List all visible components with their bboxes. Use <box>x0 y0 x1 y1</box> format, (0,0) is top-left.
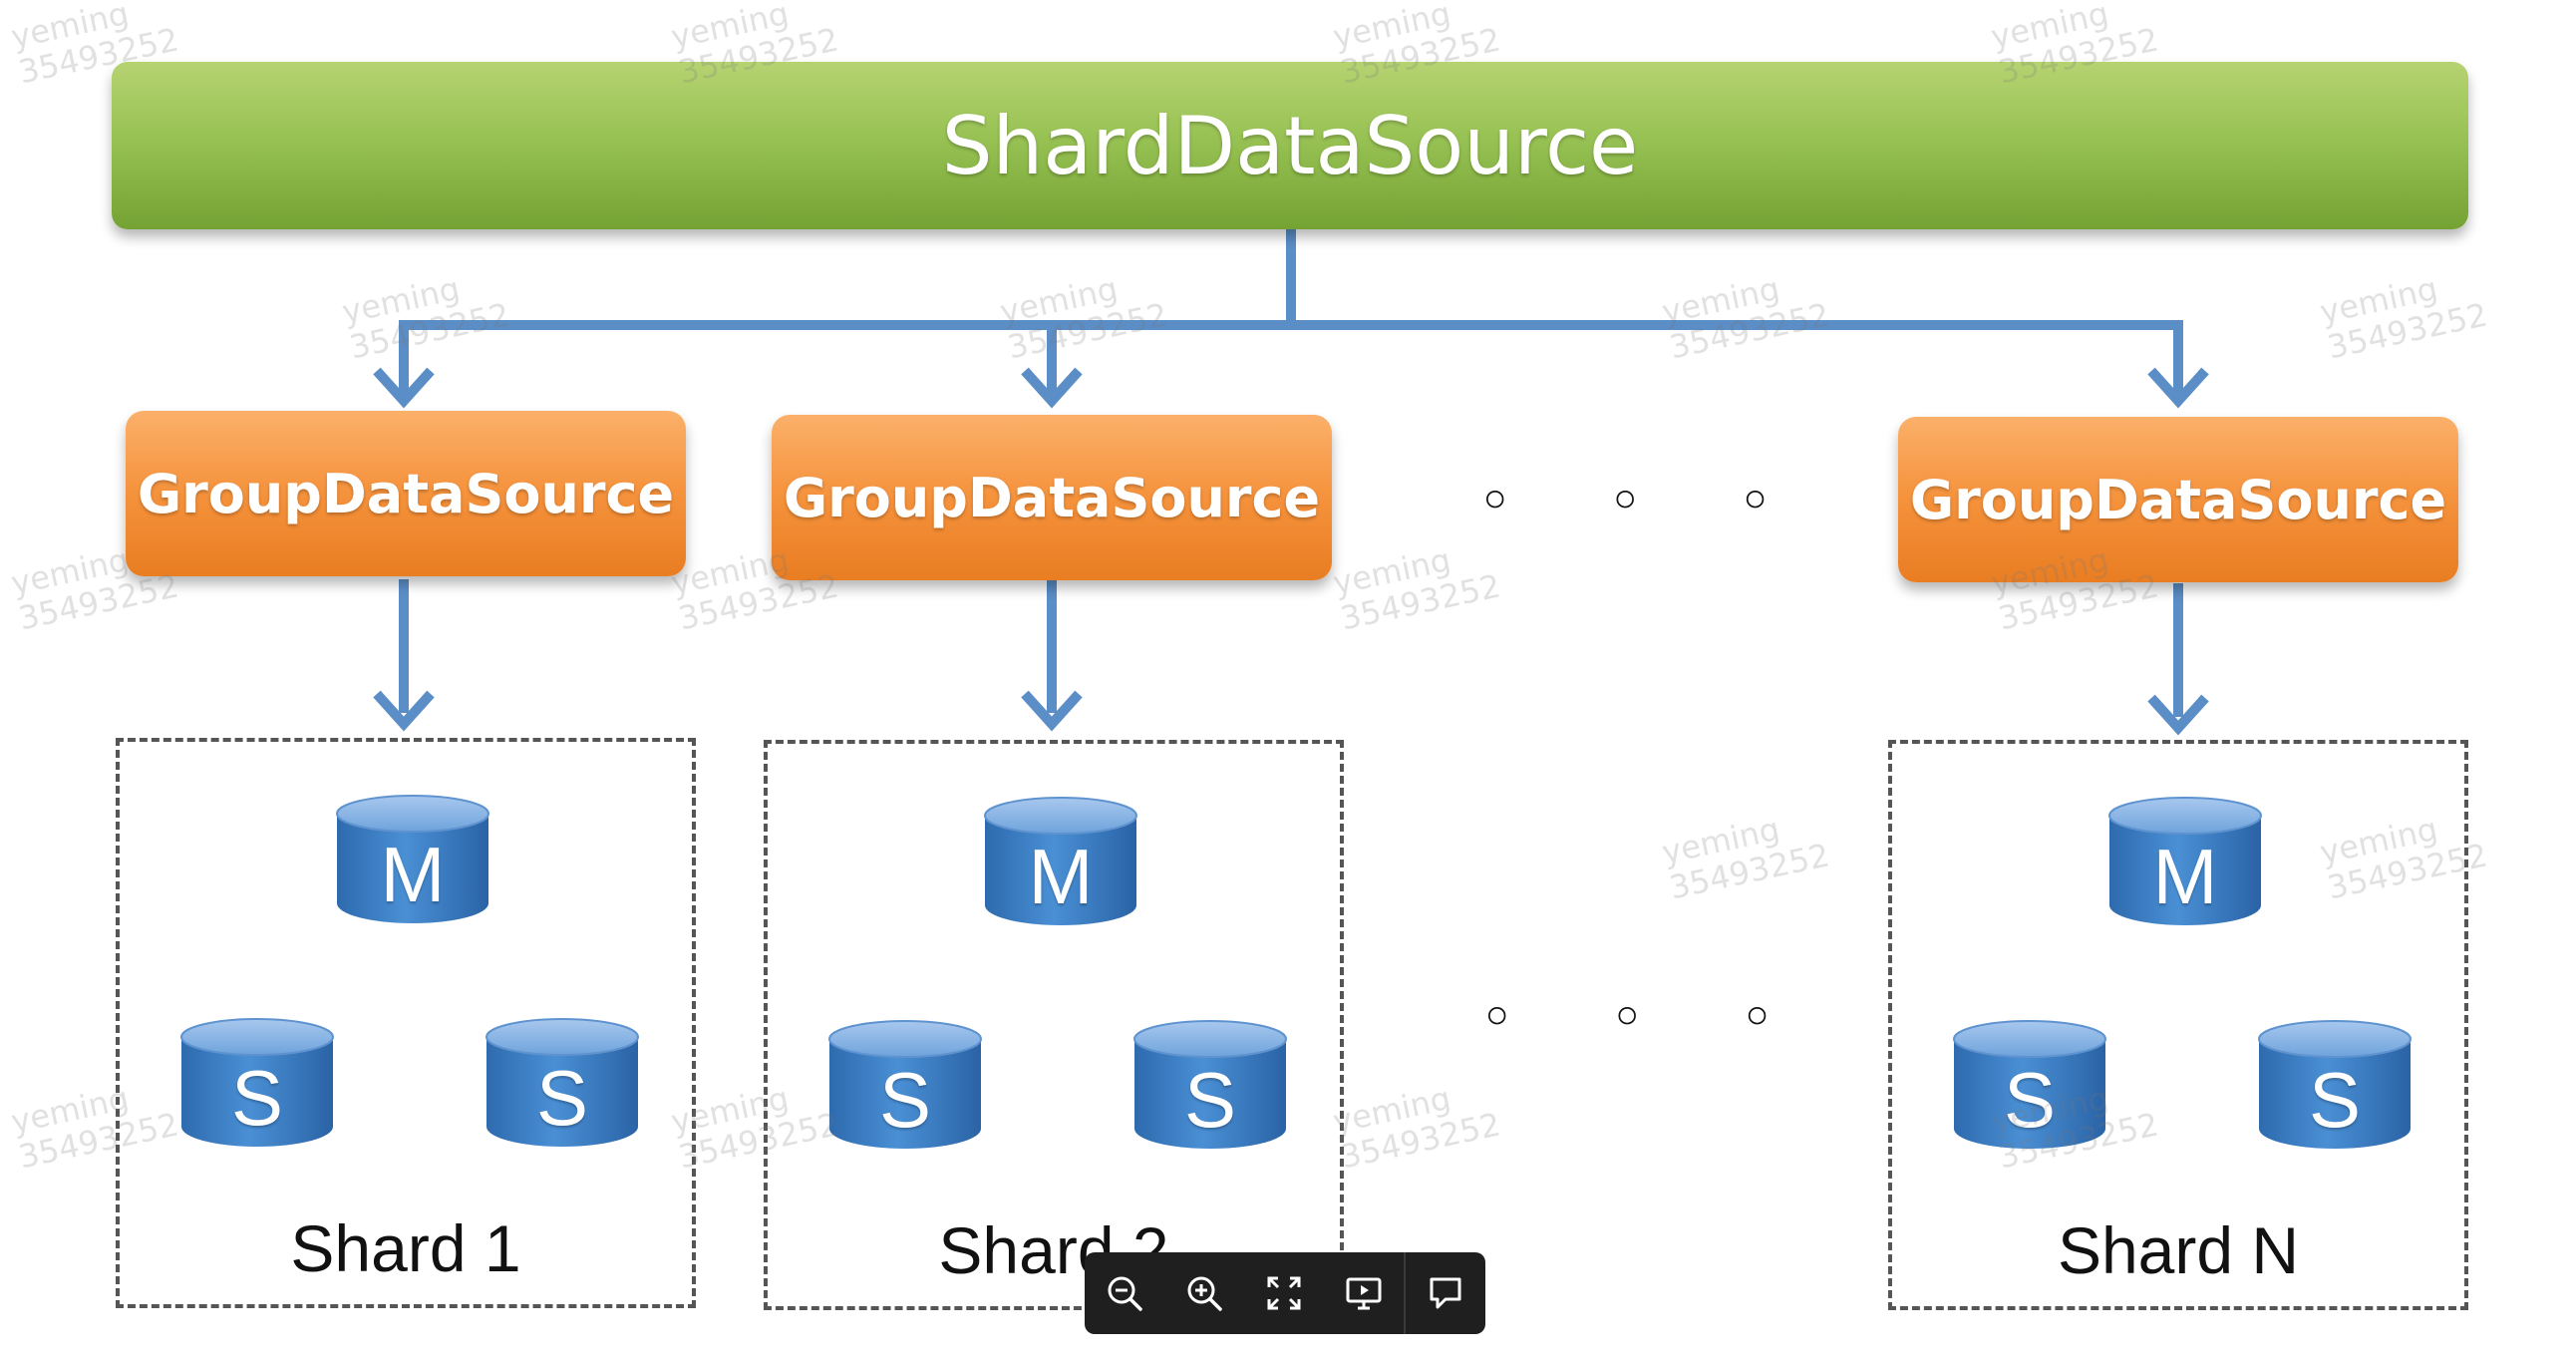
group-datasource-label: GroupDataSource <box>783 466 1321 529</box>
group-datasource-1: GroupDataSource <box>126 411 686 576</box>
master-db-label: M <box>380 831 446 918</box>
fullscreen-button[interactable] <box>1244 1252 1324 1334</box>
slave-db-icon: S <box>483 1015 642 1155</box>
slave-db-label: S <box>535 1054 589 1142</box>
master-db-icon: M <box>333 792 492 931</box>
zoom-out-icon <box>1108 1276 1142 1311</box>
shard-1-label: Shard 1 <box>290 1211 521 1285</box>
group-datasource-label: GroupDataSource <box>1909 468 2447 531</box>
group-datasource-label: GroupDataSource <box>137 462 675 525</box>
viewer-toolbar <box>1085 1252 1485 1334</box>
master-db-icon: M <box>981 794 1140 933</box>
comment-icon <box>1430 1277 1461 1309</box>
shard-2-box: M S S Shard 2 <box>764 740 1344 1310</box>
slave-db-label: S <box>2308 1056 2362 1144</box>
slave-db-label: S <box>1183 1056 1237 1144</box>
shard-datasource-label: ShardDataSource <box>941 99 1639 192</box>
slave-db-icon: S <box>177 1015 337 1155</box>
slave-db-icon: S <box>1130 1017 1290 1157</box>
master-db-label: M <box>2152 833 2218 920</box>
slave-db-label: S <box>878 1056 932 1144</box>
slave-db-icon: S <box>825 1017 985 1157</box>
zoom-out-button[interactable] <box>1085 1252 1164 1334</box>
slave-db-icon: S <box>2255 1017 2415 1157</box>
present-icon <box>1346 1277 1382 1310</box>
shard-n-box: M S S Shard N <box>1888 740 2468 1310</box>
group-datasource-n: GroupDataSource <box>1898 417 2458 582</box>
present-button[interactable] <box>1324 1252 1404 1334</box>
zoom-in-icon <box>1187 1276 1222 1311</box>
slave-db-label: S <box>2003 1056 2057 1144</box>
fullscreen-icon <box>1267 1276 1301 1310</box>
shard-1-box: M S S Shard 1 <box>116 738 696 1308</box>
zoom-in-button[interactable] <box>1164 1252 1244 1334</box>
comment-button[interactable] <box>1406 1252 1485 1334</box>
master-db-icon: M <box>2105 794 2265 933</box>
master-db-label: M <box>1028 833 1094 920</box>
groups-ellipsis: ◦ ◦ ◦ <box>1477 467 1811 536</box>
toolbar-divider <box>1404 1252 1406 1334</box>
slave-db-label: S <box>230 1054 284 1142</box>
shard-n-label: Shard N <box>2057 1213 2300 1287</box>
shard-datasource-box: ShardDataSource <box>112 62 2468 229</box>
shards-ellipsis: ◦ ◦ ◦ <box>1479 983 1813 1053</box>
group-datasource-2: GroupDataSource <box>772 415 1332 580</box>
slave-db-icon: S <box>1950 1017 2109 1157</box>
